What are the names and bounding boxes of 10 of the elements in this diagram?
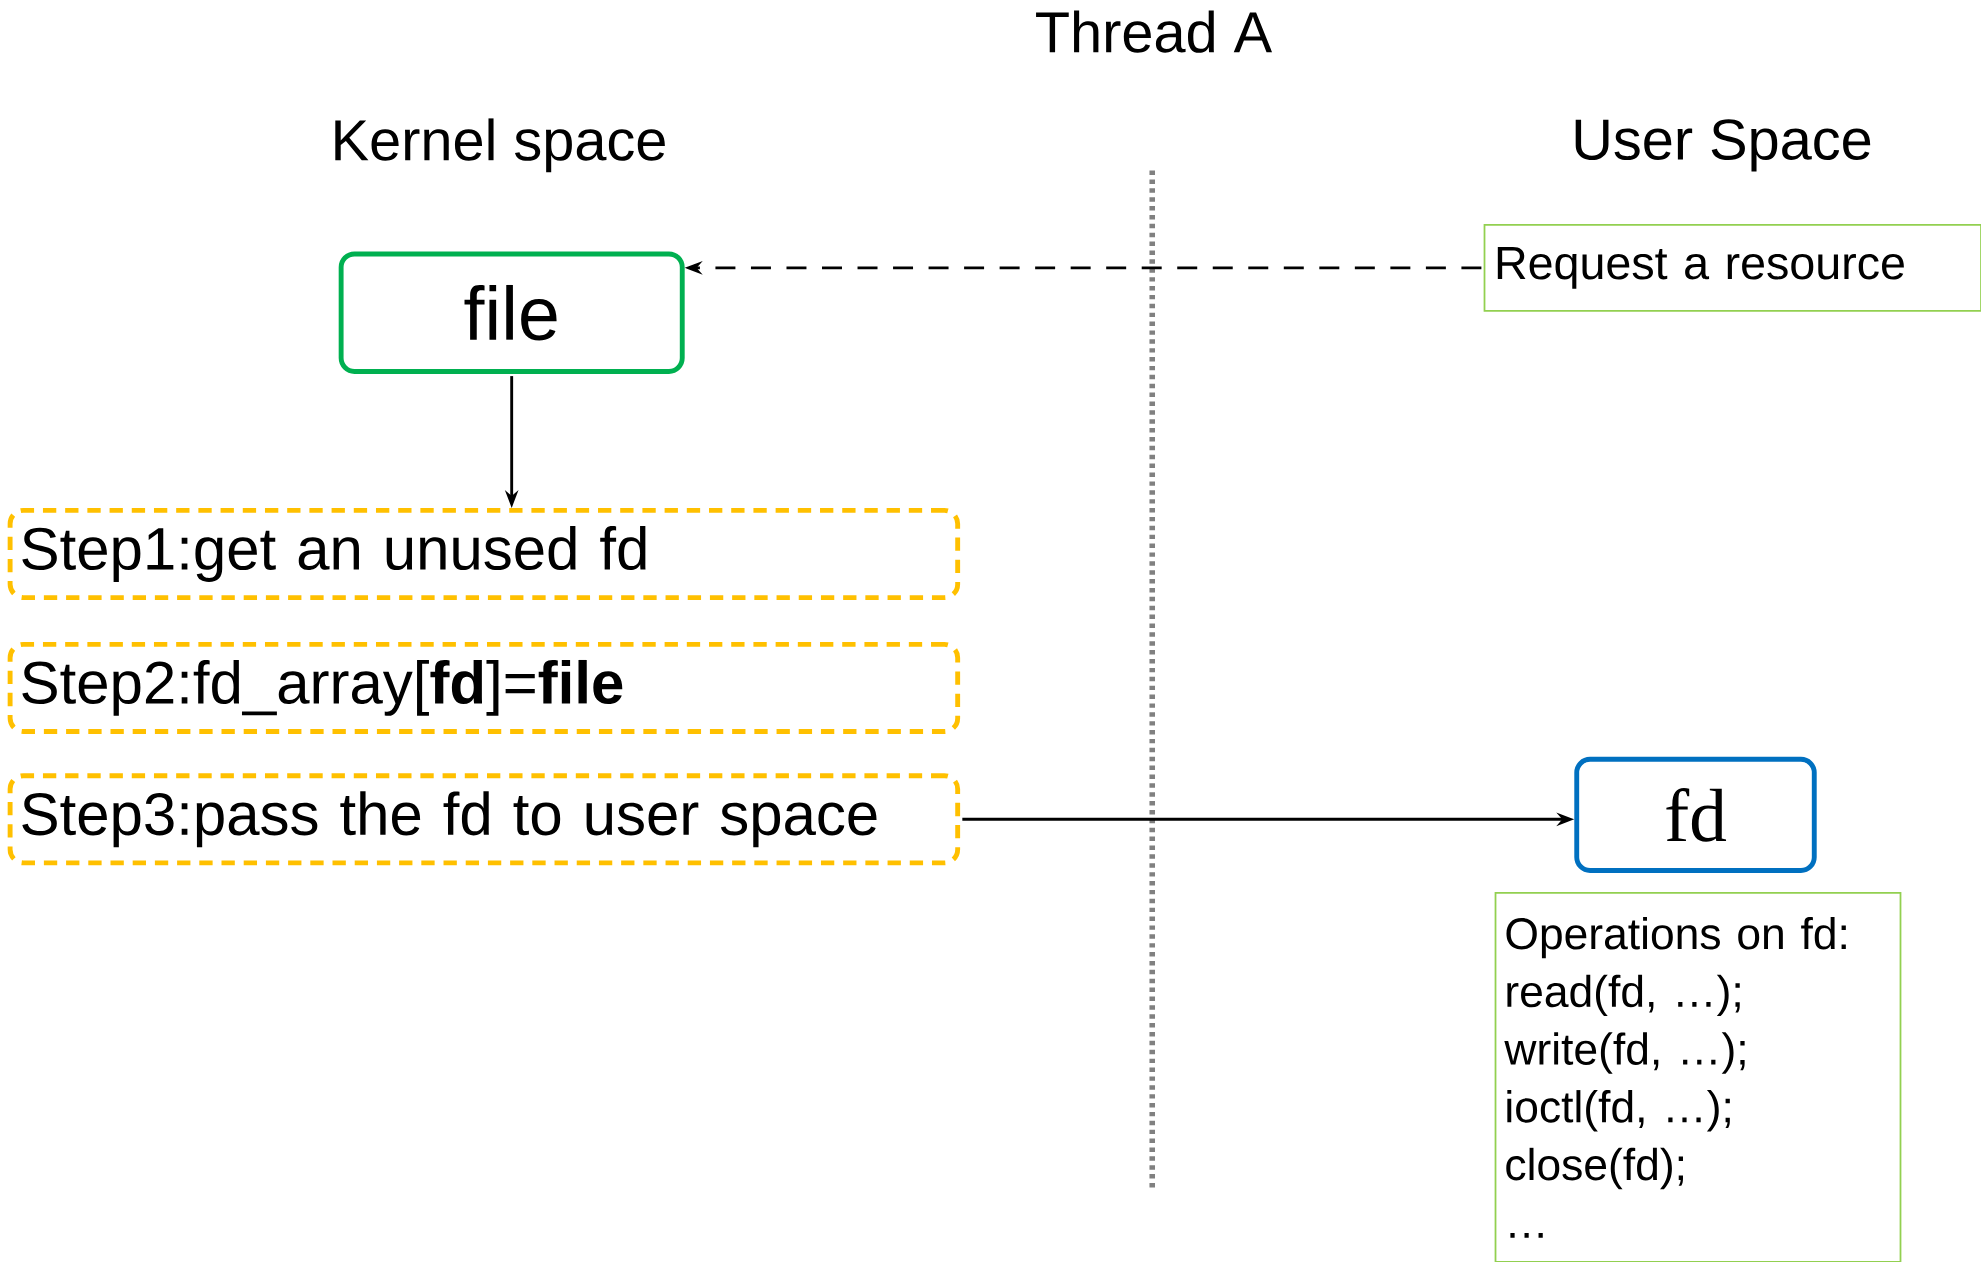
step-box: Step3:pass the fd to user space — [7, 773, 961, 866]
section-heading: User Space — [1575, 119, 1871, 172]
operations-box: Operations on fd: read(fd, …); write(fd, …); ioctl(fd, …); close(fd); … — [1494, 891, 1902, 1262]
title: Thread A — [1036, 10, 1273, 53]
step-box: Step2:fd_array[fd]=file — [7, 641, 961, 734]
fd-box: fd — [1574, 756, 1817, 873]
request-box: Request a resource — [1483, 223, 1981, 312]
section-heading: Kernel space — [335, 118, 665, 173]
file-box: file — [338, 251, 685, 374]
step-box: Step1:get an unused fd — [7, 507, 961, 600]
